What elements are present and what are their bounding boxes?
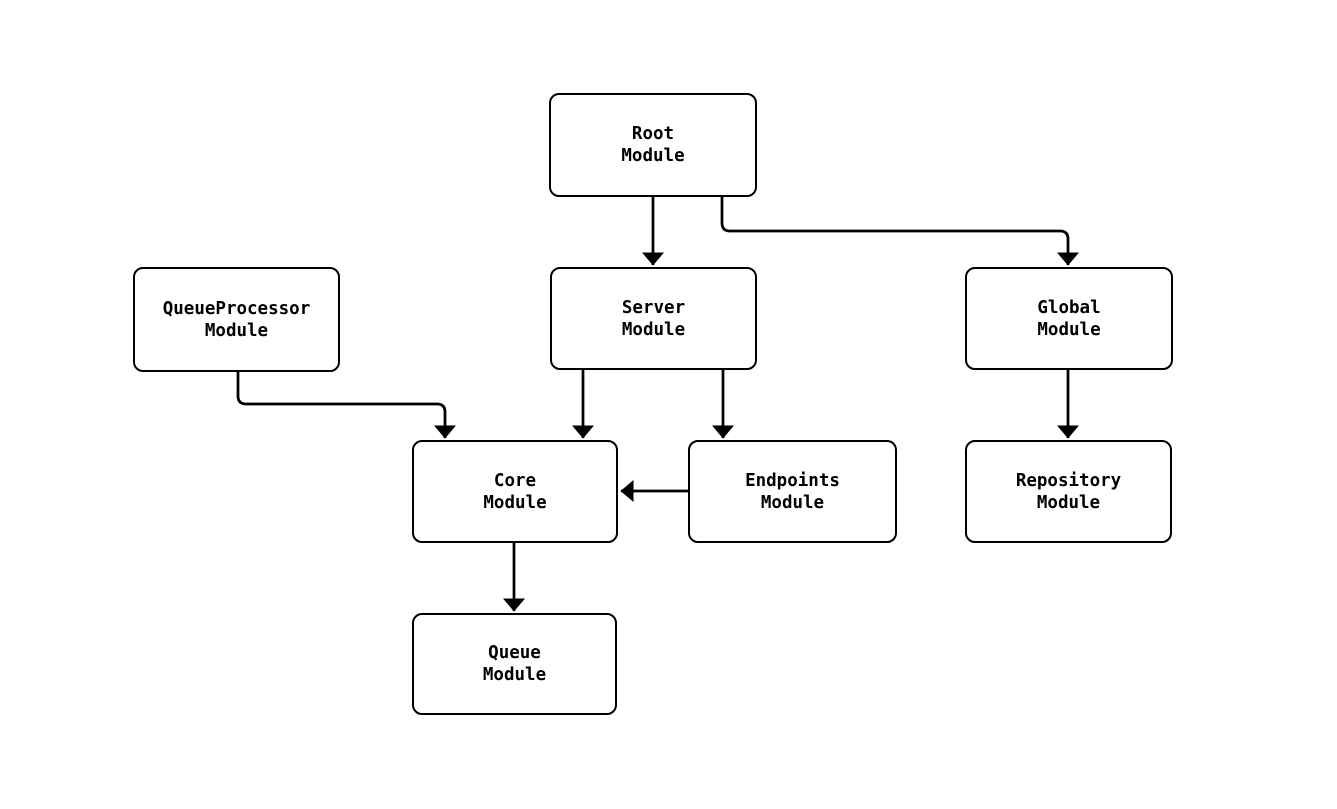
node-queue-module: Queue Module [412,613,617,715]
node-endpoints-module: Endpoints Module [688,440,897,543]
node-queueprocessor-module: QueueProcessor Module [133,267,340,372]
edge-queueprocessor-to-core [236,372,456,439]
node-core-module: Core Module [412,440,618,543]
node-repository-module: Repository Module [965,440,1172,543]
node-root-module: Root Module [549,93,757,197]
edge-root-to-global [720,197,1079,266]
node-global-module: Global Module [965,267,1173,370]
node-server-module: Server Module [550,267,757,370]
